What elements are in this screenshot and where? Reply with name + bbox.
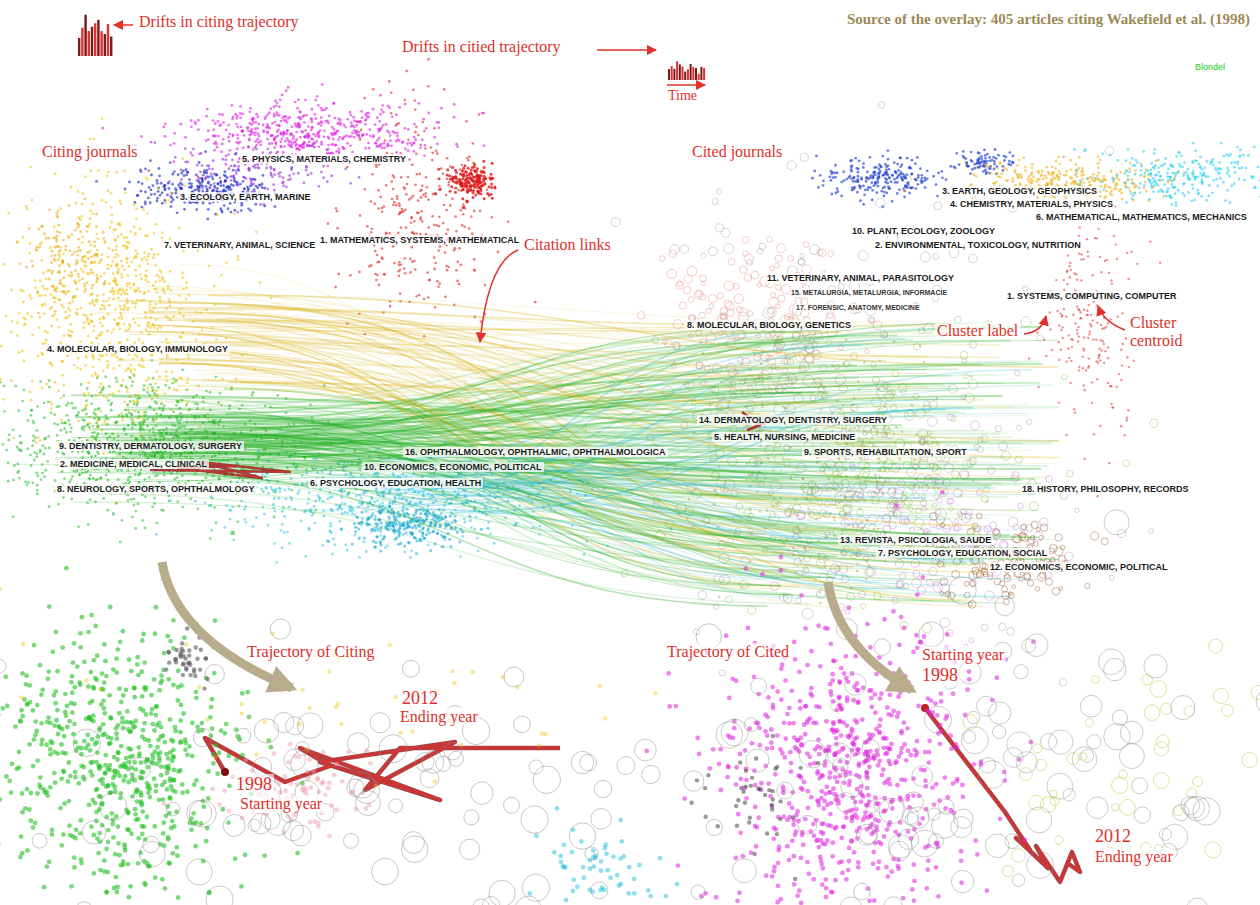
map-stage: Drifts in citing trajectoryDrifts in cit… — [0, 0, 1260, 905]
